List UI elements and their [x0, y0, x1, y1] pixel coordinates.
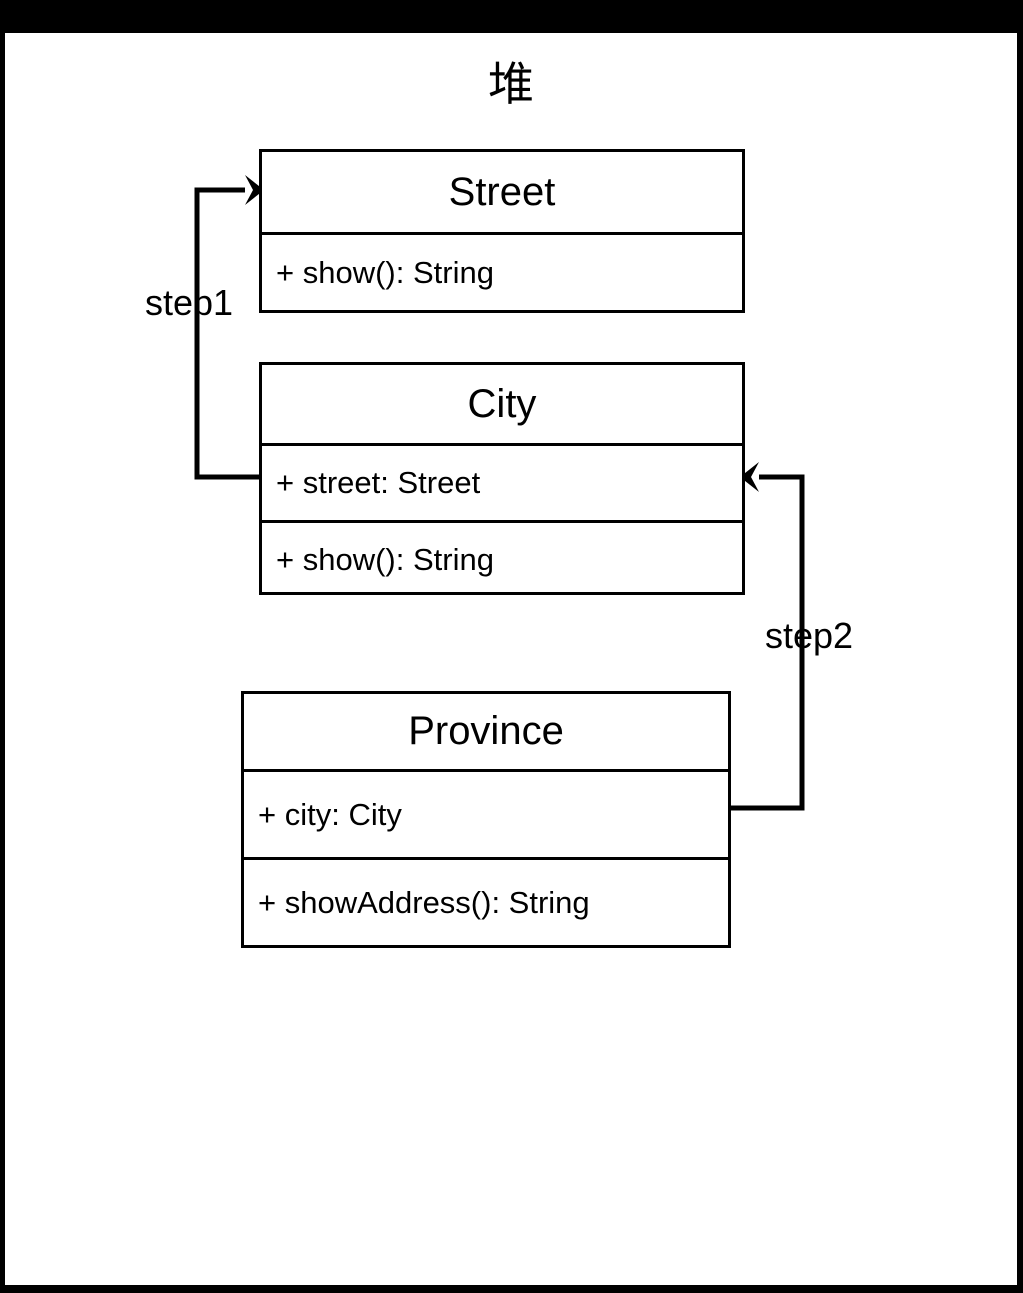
- diagram-title: 堆: [488, 57, 534, 111]
- uml-class-diagram: 堆 Street + show(): String City + street:…: [5, 33, 1017, 1285]
- class-name-city: City: [467, 381, 537, 426]
- class-name-province: Province: [408, 709, 564, 753]
- uml-class-city[interactable]: City + street: Street + show(): String: [259, 362, 745, 595]
- connector-step1-line: [194, 187, 259, 480]
- class-member-street-0: + show(): String: [262, 232, 742, 310]
- class-member-province-1: + showAddress(): String: [244, 857, 728, 945]
- uml-class-province[interactable]: Province + city: City + showAddress(): S…: [241, 691, 731, 948]
- class-member-city-0: + street: Street: [262, 443, 742, 520]
- class-name-street: Street: [448, 169, 556, 214]
- diagram-canvas: 堆 Street + show(): String City + street:…: [5, 33, 1017, 1285]
- uml-class-street[interactable]: Street + show(): String: [259, 149, 745, 313]
- class-member-city-1: + show(): String: [262, 520, 742, 597]
- class-member-province-0: + city: City: [244, 769, 728, 857]
- connector-label-step2: step2: [765, 615, 854, 656]
- connector-label-step1: step1: [145, 282, 234, 323]
